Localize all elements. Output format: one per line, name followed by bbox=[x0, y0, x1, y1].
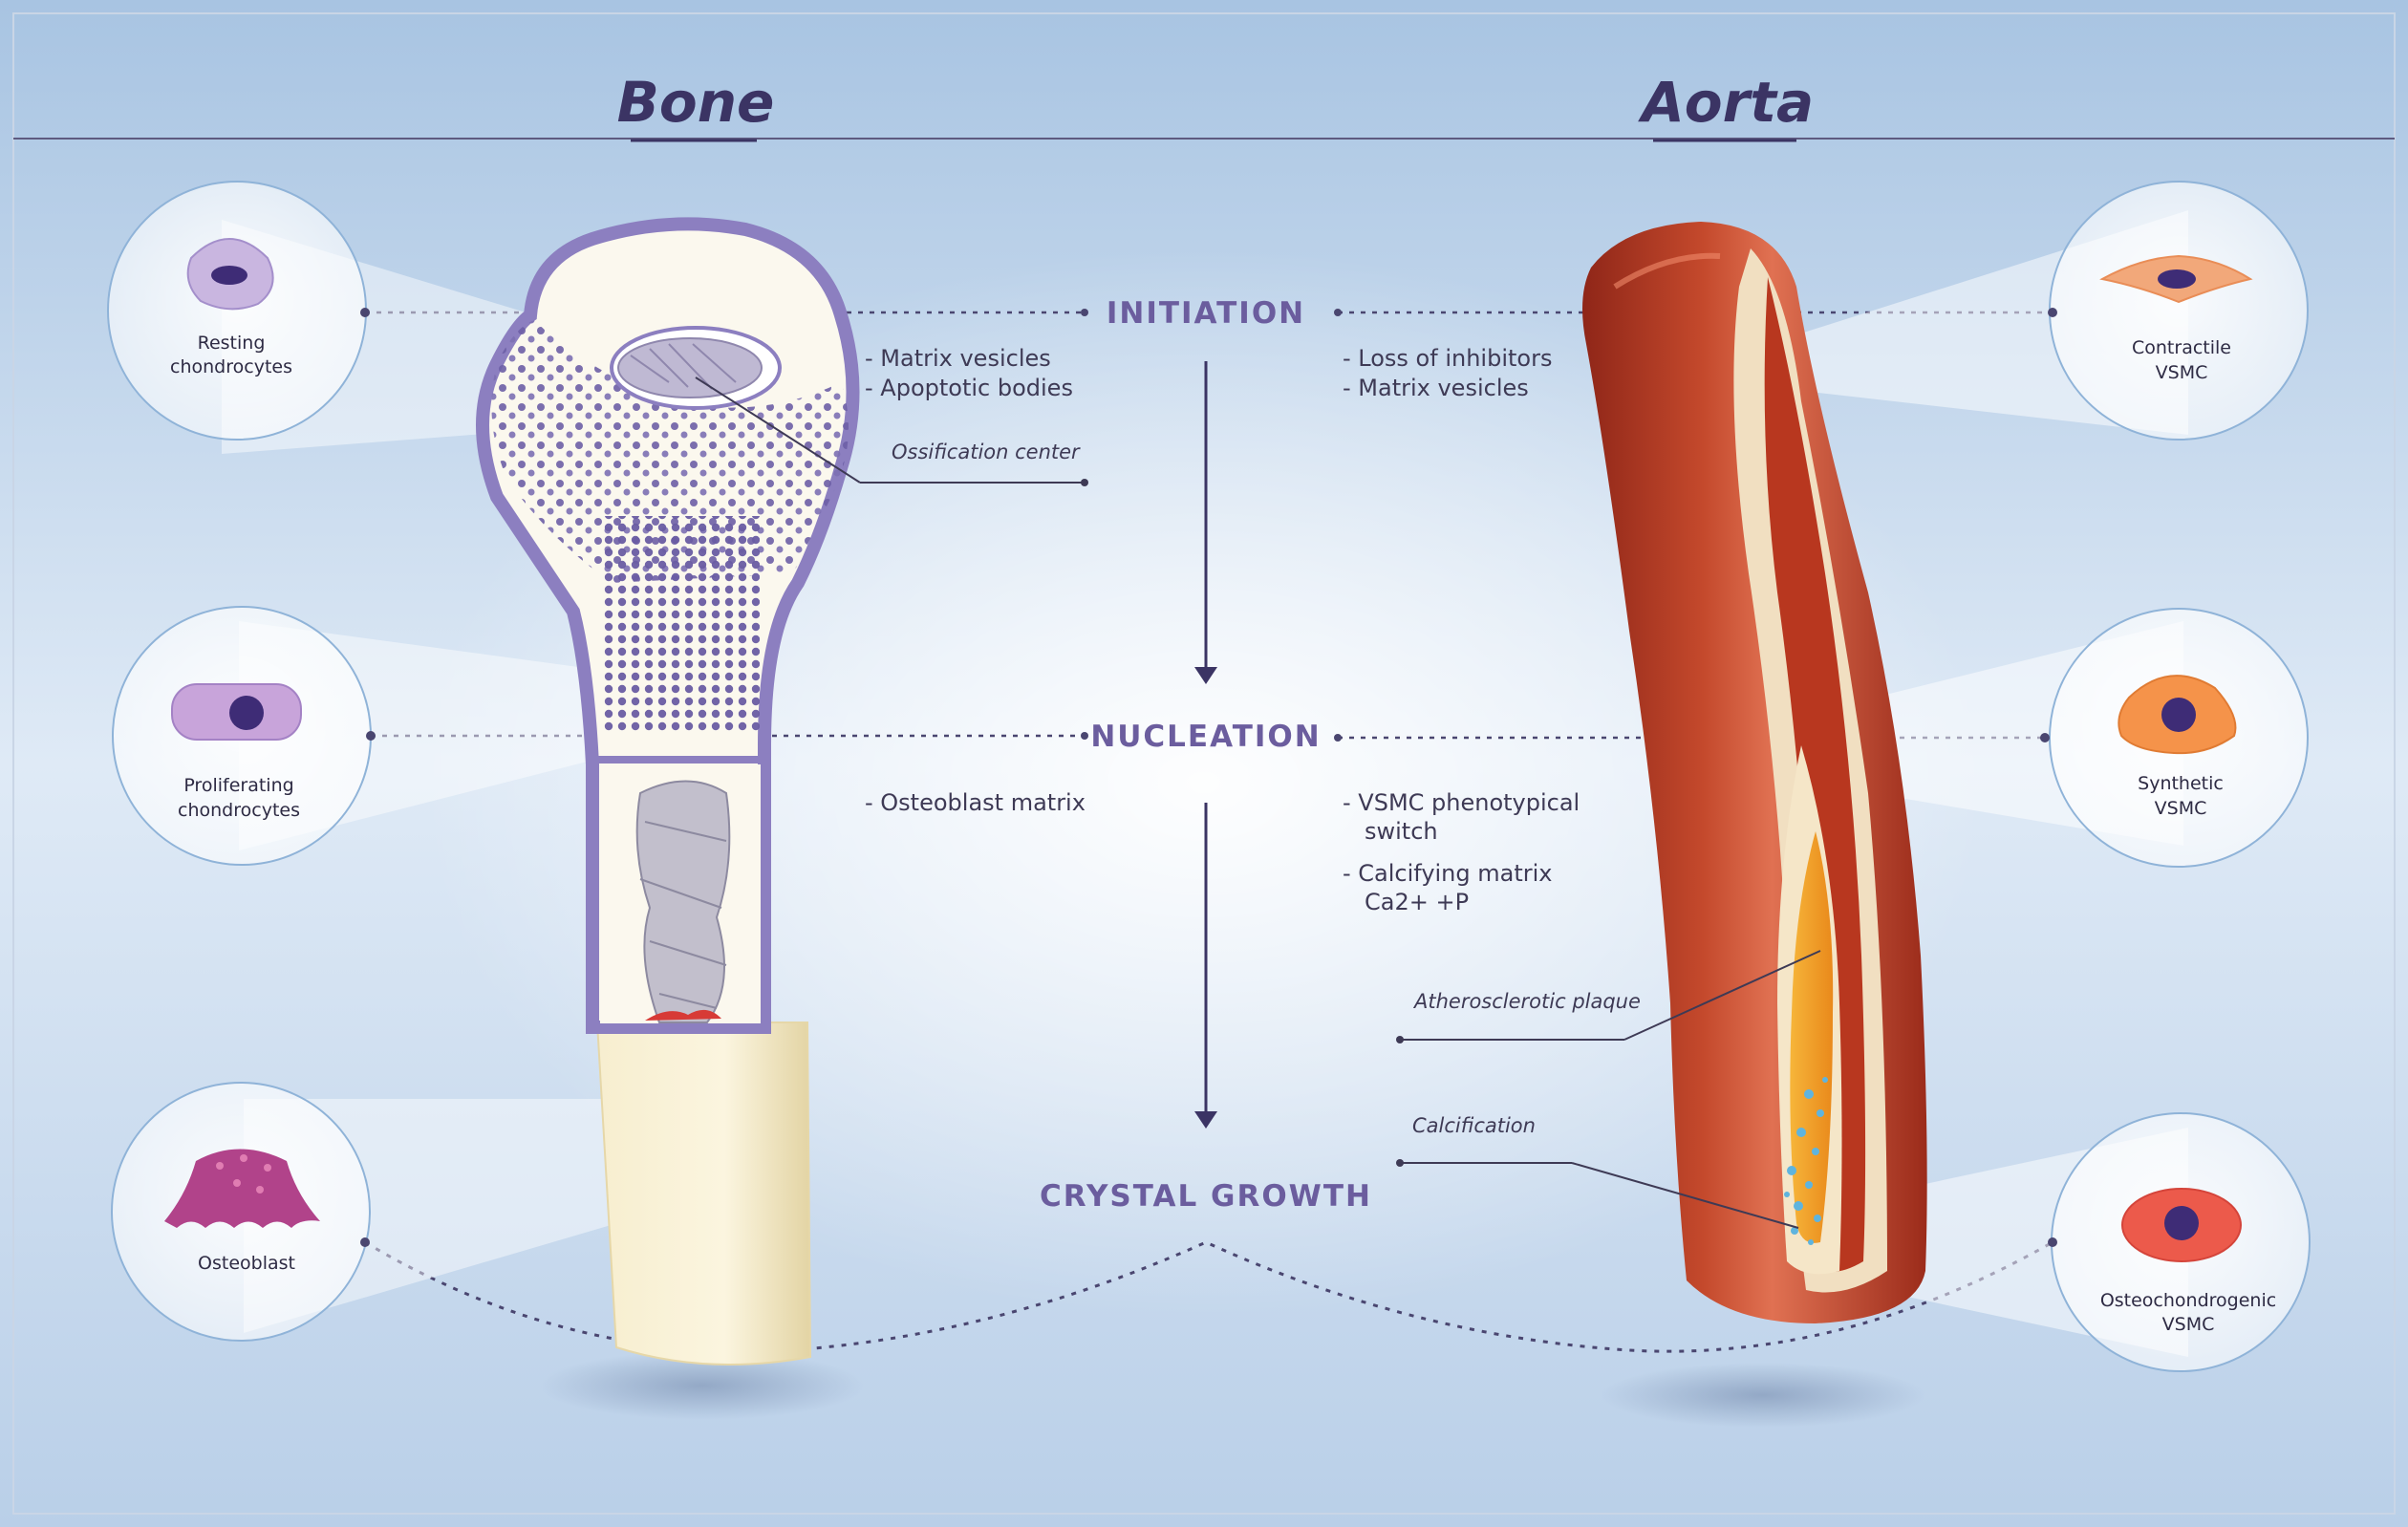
proliferating-connector-dot bbox=[366, 731, 376, 741]
aorta-initiation-note-1: - Loss of inhibitors bbox=[1343, 345, 1552, 372]
atherosclerotic-plaque bbox=[1790, 831, 1834, 1243]
bone-proliferative-columns bbox=[602, 516, 760, 731]
contractile-vsmc-callout: Contractile VSMC bbox=[2049, 181, 2309, 441]
arrowhead-crystal bbox=[1194, 1111, 1217, 1129]
resting-label-2: chondrocytes bbox=[170, 356, 292, 377]
synthetic-label-2: VSMC bbox=[2155, 798, 2207, 819]
bone-red-spot bbox=[645, 1009, 721, 1021]
aorta-initiation-note-2: - Matrix vesicles bbox=[1343, 375, 1529, 401]
contractile-nucleus-icon bbox=[2158, 269, 2196, 289]
synthetic-vsmc-callout: Synthetic VSMC bbox=[2049, 608, 2309, 868]
osteoblast-granule-1 bbox=[216, 1162, 224, 1170]
osteoblast-granule-5 bbox=[256, 1186, 264, 1194]
calcification-leader-dot bbox=[1396, 1159, 1404, 1167]
plaque-leader bbox=[1623, 950, 1821, 1041]
frame-border bbox=[12, 12, 2396, 1515]
aorta-nucleation-note-2: switch bbox=[1365, 818, 1438, 845]
aorta-nucleation-note-1: - VSMC phenotypical bbox=[1343, 789, 1580, 816]
resting-chondrocytes-callout: Resting chondrocytes bbox=[107, 181, 367, 441]
aorta-inner-wall bbox=[1764, 277, 1866, 1273]
resting-label-1: Resting bbox=[198, 333, 266, 354]
initiation-dot-right bbox=[1334, 309, 1342, 316]
ossification-center bbox=[617, 337, 763, 398]
bone-shadow bbox=[540, 1351, 865, 1420]
bone-nucleation-note: - Osteoblast matrix bbox=[865, 789, 1086, 816]
aorta-nucleation-note-3: - Calcifying matrix bbox=[1343, 860, 1553, 887]
stage-initiation: INITIATION bbox=[1107, 296, 1305, 331]
calcification-deposits bbox=[1784, 1077, 1828, 1245]
synthetic-nucleus-icon bbox=[2161, 698, 2196, 732]
osteochondrogenic-label-2: VSMC bbox=[2162, 1314, 2215, 1335]
initiation-dot-left bbox=[1081, 309, 1088, 316]
aorta-nucleation-note-4: Ca2+ +P bbox=[1365, 889, 1469, 915]
resting-circle bbox=[107, 181, 367, 441]
bone-shaft bbox=[595, 1022, 812, 1366]
stage-crystal-growth: CRYSTAL GROWTH bbox=[1040, 1179, 1372, 1214]
marrow-fibers bbox=[639, 821, 727, 1009]
contractile-label-1: Contractile bbox=[2132, 337, 2231, 358]
nucleation-dot-left bbox=[1081, 732, 1088, 740]
contractile-label-2: VSMC bbox=[2156, 362, 2208, 383]
proliferating-label-2: chondrocytes bbox=[178, 800, 300, 821]
contractile-connector-dot bbox=[2048, 308, 2057, 317]
proliferating-label-1: Proliferating bbox=[183, 775, 293, 796]
proliferating-chondrocytes-callout: Proliferating chondrocytes bbox=[112, 606, 372, 866]
osteoblast-granule-4 bbox=[233, 1179, 241, 1187]
ossification-center-label: Ossification center bbox=[892, 441, 1081, 463]
synthetic-label-1: Synthetic bbox=[2138, 773, 2224, 794]
osteoblast-granule-2 bbox=[240, 1154, 247, 1162]
osteochondrogenic-vsmc-callout: Osteochondrogenic VSMC bbox=[2051, 1112, 2311, 1372]
ossification-leader-dot bbox=[1081, 479, 1088, 486]
osteochondrogenic-nucleus-icon bbox=[2164, 1206, 2199, 1240]
resting-connector-dot bbox=[360, 308, 370, 317]
proliferating-nucleus-icon bbox=[229, 696, 264, 730]
stage-nucleation: NUCLEATION bbox=[1090, 720, 1321, 754]
plaque-leader-dot bbox=[1396, 1036, 1404, 1043]
osteochondrogenic-connector-dot bbox=[2048, 1237, 2057, 1247]
osteoblast-callout: Osteoblast bbox=[111, 1082, 371, 1342]
calcification-label: Calcification bbox=[1412, 1114, 1536, 1137]
aorta-title: Aorta bbox=[1638, 70, 1814, 135]
bone-initiation-note-1: - Matrix vesicles bbox=[865, 345, 1051, 372]
osteoblast-connector-dot bbox=[360, 1237, 370, 1247]
marrow-cavity bbox=[635, 780, 731, 1023]
osteochondrogenic-label-1: Osteochondrogenic bbox=[2100, 1290, 2276, 1311]
calcification-leader bbox=[1571, 1162, 1799, 1229]
ossification-leader bbox=[695, 376, 861, 484]
osteoblast-label: Osteoblast bbox=[198, 1253, 295, 1274]
ossification-fibers bbox=[630, 343, 737, 390]
arrowhead-nucleation bbox=[1194, 667, 1217, 684]
plaque-label: Atherosclerotic plaque bbox=[1412, 990, 1641, 1013]
contractile-circle bbox=[2049, 181, 2309, 441]
nucleation-dot-right bbox=[1334, 734, 1342, 742]
synthetic-connector-dot bbox=[2040, 733, 2050, 742]
osteoblast-granule-3 bbox=[264, 1164, 271, 1172]
bone-initiation-note-2: - Apoptotic bodies bbox=[865, 375, 1073, 401]
aorta-shadow bbox=[1601, 1363, 1925, 1428]
aorta-outer-edge-highlight bbox=[1613, 252, 1721, 290]
bone-title: Bone bbox=[617, 70, 775, 135]
resting-nucleus-icon bbox=[211, 266, 247, 285]
osteoblast-icon bbox=[164, 1149, 320, 1228]
